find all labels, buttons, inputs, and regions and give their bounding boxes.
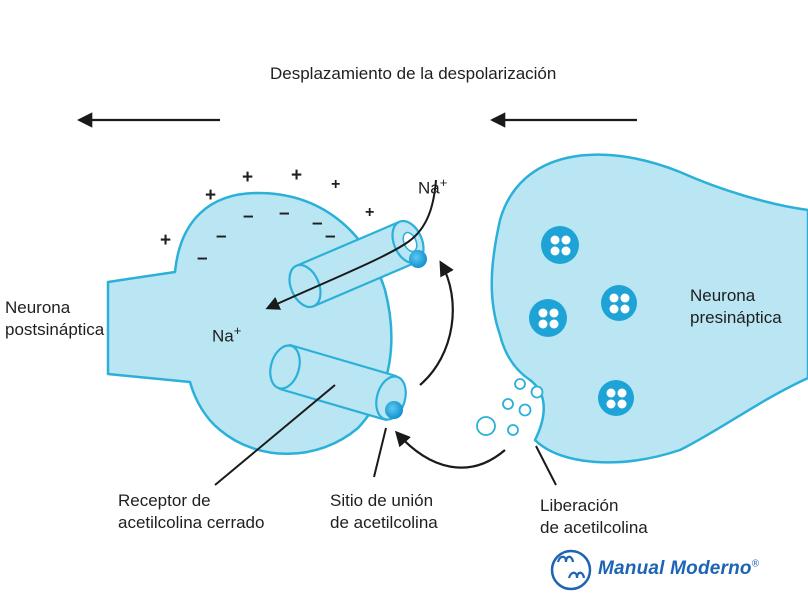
- vesicle: [529, 299, 567, 337]
- plus-sign: +: [291, 165, 303, 186]
- na-influx-arrow: [265, 179, 437, 310]
- minus-sign: –: [216, 226, 227, 247]
- na-ion-label-top: Na+: [418, 175, 448, 198]
- manual-moderno-logo-icon: [550, 549, 592, 591]
- minus-sign: –: [325, 226, 336, 247]
- minus-sign: –: [312, 213, 323, 234]
- plus-sign: +: [205, 185, 217, 206]
- na-ion-label-left: Na+: [212, 323, 242, 346]
- leader-release: [535, 445, 557, 486]
- plus-sign: +: [331, 176, 341, 193]
- open-receptor: [288, 219, 427, 309]
- activation-arrow: [419, 260, 454, 386]
- postsynaptic-label: Neurona postsináptica: [5, 298, 105, 339]
- plus-sign: +: [160, 230, 172, 251]
- minus-sign: –: [243, 206, 254, 227]
- manual-moderno-logo-text: Manual Moderno®: [598, 558, 760, 579]
- vesicle: [541, 226, 579, 264]
- minus-sign: –: [279, 203, 290, 224]
- released-acetylcholine: [476, 378, 544, 436]
- closed-receptor-label: Receptor de acetilcolina cerrado: [118, 491, 265, 532]
- plus-sign: +: [365, 204, 375, 221]
- closed-receptor: [269, 343, 407, 422]
- release-label: Liberación de acetilcolina: [540, 496, 648, 537]
- diagram-title: Desplazamiento de la despolarización: [270, 64, 557, 83]
- vesicle: [601, 285, 637, 321]
- presynaptic-label: Neurona presináptica: [690, 286, 782, 327]
- plus-sign: +: [242, 167, 254, 188]
- binding-site-label: Sitio de unión de acetilcolina: [330, 491, 438, 532]
- minus-sign: –: [197, 248, 208, 269]
- leader-binding-site: [373, 427, 387, 478]
- release-arrow: [394, 430, 506, 469]
- vesicle: [598, 380, 634, 416]
- leader-closed-receptor: [214, 384, 336, 486]
